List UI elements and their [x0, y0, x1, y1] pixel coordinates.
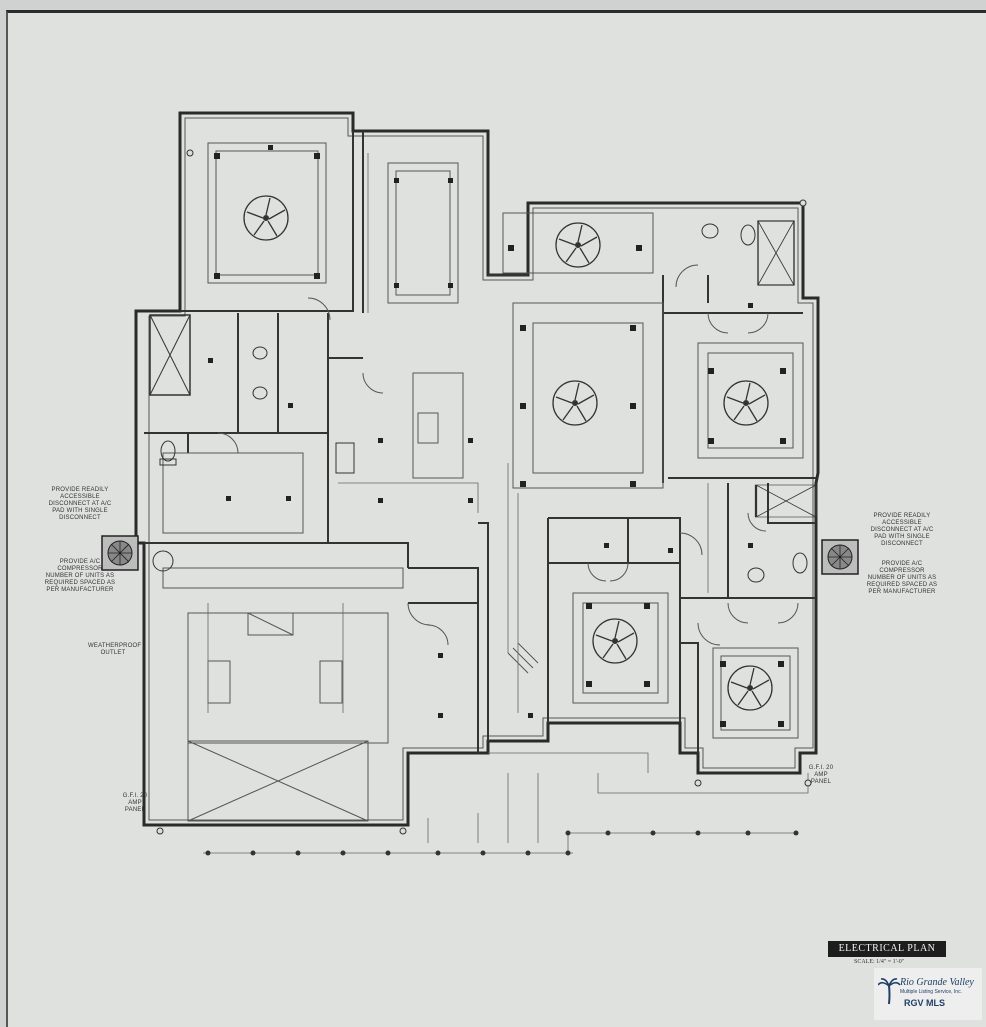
note-left-compressor: PROVIDE A/C COMPRESSOR NUMBER OF UNITS A…	[44, 559, 116, 593]
sheet-title: ELECTRICAL PLAN	[828, 941, 946, 957]
sheet-scale: SCALE: 1/4" = 1'-0"	[854, 959, 905, 965]
plan-sheet: PROVIDE READILY ACCESSIBLE DISCONNECT AT…	[6, 10, 986, 1027]
mls-watermark: Rio Grande Valley Multiple Listing Servi…	[874, 968, 982, 1020]
note-right-disconnect: PROVIDE READILY ACCESSIBLE DISCONNECT AT…	[870, 513, 934, 547]
plumbing-fixtures	[152, 223, 808, 583]
note-garage-gfi: G.F.I. 20 AMP PANEL	[122, 793, 148, 813]
wall-outlets	[156, 149, 812, 835]
watermark-name: Rio Grande Valley	[900, 977, 974, 988]
note-right-gfi: G.F.I. 20 AMP PANEL	[808, 765, 834, 785]
floor-plan-drawing	[101, 111, 859, 856]
watermark-mls: RGV MLS	[904, 998, 946, 1008]
note-right-compressor: PROVIDE A/C COMPRESSOR NUMBER OF UNITS A…	[866, 561, 938, 595]
wiring-lines	[203, 153, 809, 854]
garage-door	[187, 612, 369, 822]
exterior-walls-inner	[148, 117, 814, 821]
palm-tree-icon	[878, 978, 900, 1005]
note-left-disconnect: PROVIDE READILY ACCESSIBLE DISCONNECT AT…	[48, 487, 112, 521]
door-swings	[217, 264, 799, 674]
note-left-small: WEATHERPROOF OUTLET	[88, 643, 142, 656]
wiring-nodes	[205, 830, 799, 856]
watermark-subtitle: Multiple Listing Service, Inc.	[900, 989, 962, 995]
recessed-lights	[208, 145, 786, 727]
interior-walls	[144, 131, 816, 753]
